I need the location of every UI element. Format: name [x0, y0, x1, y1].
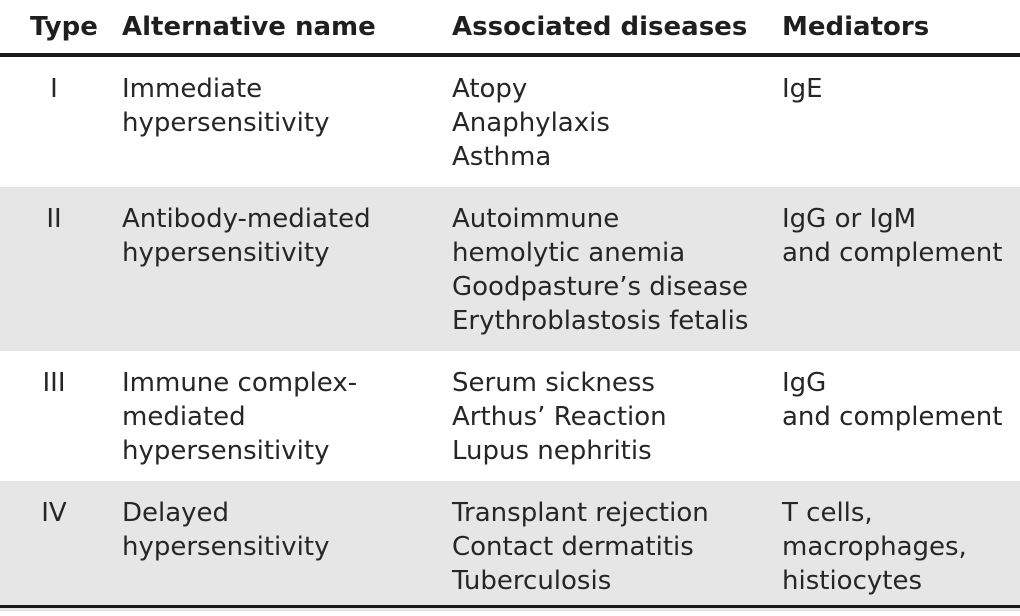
cell-line: Contact dermatitis	[452, 532, 694, 562]
header-associated-diseases: Associated diseases	[438, 0, 768, 57]
cell-line: Autoimmune	[452, 204, 620, 234]
associated-diseases-cell: Transplant rejection Contact dermatitis …	[438, 481, 768, 611]
cell-line: hemolytic anemia	[452, 238, 686, 268]
cell-line: IgG or IgM	[782, 204, 917, 234]
cell-line: Arthus’ Reaction	[452, 402, 667, 432]
cell-line: and complement	[782, 238, 1003, 268]
associated-diseases-cell: Serum sickness Arthus’ Reaction Lupus ne…	[438, 351, 768, 481]
table-bottom-rule	[0, 605, 1020, 608]
cell-line: Delayed	[122, 498, 230, 528]
type-cell: IV	[0, 481, 108, 611]
cell-line: T cells,	[782, 498, 873, 528]
cell-line: Lupus nephritis	[452, 436, 652, 466]
cell-line: Antibody-mediated	[122, 204, 371, 234]
cell-line: Anaphylaxis	[452, 108, 610, 138]
cell-line: mediated	[122, 402, 246, 432]
cell-line: Atopy	[452, 74, 528, 104]
cell-line: Tuberculosis	[452, 566, 612, 596]
type-cell: I	[50, 74, 58, 104]
table-body: I Immediate hypersensitivity Atopy Anaph…	[0, 55, 1020, 611]
header-mediators: Mediators	[768, 0, 1020, 57]
header-type: Type	[0, 0, 108, 57]
alternative-name-cell: Antibody-mediated hypersensitivity	[108, 187, 438, 351]
alternative-name-cell: Immune complex- mediated hypersensitivit…	[108, 351, 438, 481]
cell-line: hypersensitivity	[122, 238, 330, 268]
cell-line: Asthma	[452, 142, 552, 172]
cell-line: Erythroblastosis fetalis	[452, 306, 749, 336]
cell-line: Serum sickness	[452, 368, 655, 398]
cell-line: Goodpasture’s disease	[452, 272, 749, 302]
type-cell: III	[42, 368, 66, 398]
header-alternative-name: Alternative name	[108, 0, 438, 57]
header-row: Type Alternative name Associated disease…	[0, 0, 1020, 57]
type-cell: II	[0, 187, 108, 351]
cell-line: macrophages,	[782, 532, 967, 562]
table-row: III Immune complex- mediated hypersensit…	[0, 351, 1020, 481]
cell-line: IgG	[782, 368, 827, 398]
cell-line: hypersensitivity	[122, 436, 330, 466]
mediators-cell: IgE	[768, 55, 1020, 187]
mediators-cell: IgG or IgM and complement	[768, 187, 1020, 351]
cell-line: hypersensitivity	[122, 532, 330, 562]
cell-line: Immune complex-	[122, 368, 358, 398]
cell-line: Transplant rejection	[452, 498, 709, 528]
table-header: Type Alternative name Associated disease…	[0, 0, 1020, 57]
alternative-name-cell: Delayed hypersensitivity	[108, 481, 438, 611]
table-row: II Antibody-mediated hypersensitivity Au…	[0, 187, 1020, 351]
mediators-cell: T cells, macrophages, histiocytes	[768, 481, 1020, 611]
associated-diseases-cell: Autoimmune hemolytic anemia Goodpasture’…	[438, 187, 768, 351]
associated-diseases-cell: Atopy Anaphylaxis Asthma	[438, 55, 768, 187]
table-row: I Immediate hypersensitivity Atopy Anaph…	[0, 55, 1020, 187]
cell-line: Immediate	[122, 74, 263, 104]
cell-line: histiocytes	[782, 566, 922, 596]
alternative-name-cell: Immediate hypersensitivity	[108, 55, 438, 187]
cell-line: and complement	[782, 402, 1003, 432]
mediators-cell: IgG and complement	[768, 351, 1020, 481]
table-row: IV Delayed hypersensitivity Transplant r…	[0, 481, 1020, 611]
cell-line: hypersensitivity	[122, 108, 330, 138]
cell-line: IgE	[782, 74, 823, 104]
